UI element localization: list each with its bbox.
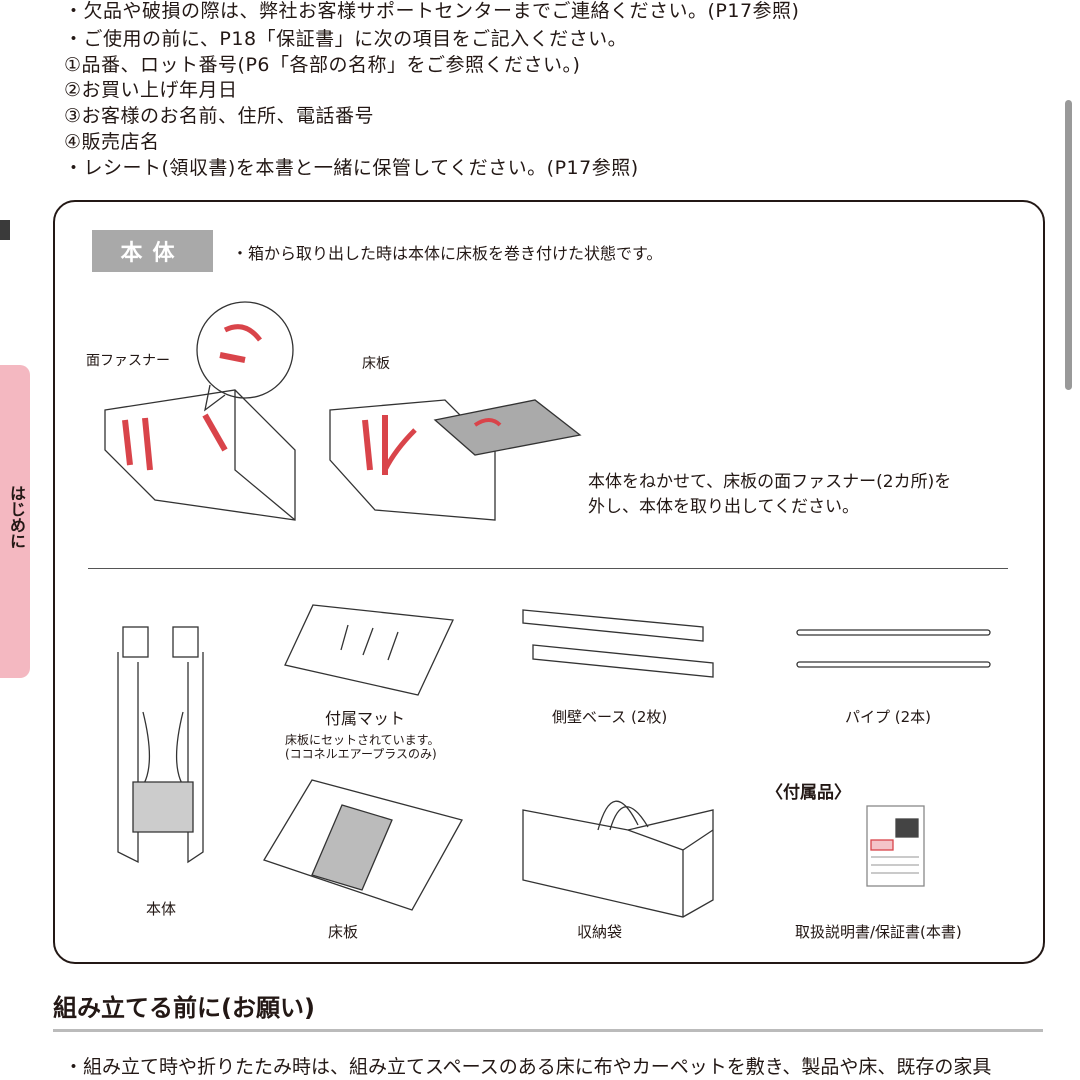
part-body-label: 本体 xyxy=(146,900,177,918)
intro-line: ④販売店名 xyxy=(64,131,160,153)
section-marker xyxy=(0,220,10,240)
intro-line: ③お客様のお名前、住所、電話番号 xyxy=(64,105,375,127)
side-base-illustration xyxy=(522,609,714,678)
mat-note: (ココネルエアープラスのみ) xyxy=(285,747,437,761)
folded-body-illustration xyxy=(104,301,296,521)
manual-illustration xyxy=(866,805,925,887)
box-note: ・箱から取り出した時は本体に床板を巻き付けた状態です。 xyxy=(232,244,663,263)
part-bag-label: 収納袋 xyxy=(577,923,623,941)
mat-illustration xyxy=(284,604,454,696)
intro-line: ②お買い上げ年月日 xyxy=(64,79,238,101)
chapter-tab[interactable]: はじめに xyxy=(0,365,30,678)
body-label: 本体 xyxy=(92,230,213,272)
floor-board-illustration xyxy=(263,779,463,911)
contents-box xyxy=(53,200,1045,964)
bottom-text: ・組み立て時や折りたたみ時は、組み立てスペースのある床に布やカーペットを敷き、製… xyxy=(64,1056,992,1078)
intro-line: ・欠品や破損の際は、弊社お客様サポートセンターまでご連絡ください。(P17参照) xyxy=(64,0,800,22)
part-manual-label: 取扱説明書/保証書(本書) xyxy=(795,923,962,941)
storage-bag-illustration xyxy=(522,800,714,918)
instruction-line: 外し、本体を取り出してください。 xyxy=(588,497,859,517)
heading-underline xyxy=(53,1029,1043,1032)
instruction-line: 本体をねかせて、床板の面ファスナー(2カ所)を xyxy=(588,472,952,492)
floor-callout: 床板 xyxy=(362,356,390,372)
intro-line: ①品番、ロット番号(P6「各部の名称」をご参照ください。) xyxy=(64,54,581,76)
body-illustration xyxy=(117,626,204,864)
mat-note: 床板にセットされています。 xyxy=(285,733,440,747)
accessories-title: 〈付属品〉 xyxy=(766,783,851,803)
part-floor-label: 床板 xyxy=(328,923,359,941)
part-pipe-label: パイプ (2本) xyxy=(845,708,932,726)
chapter-tab-label: はじめに xyxy=(7,485,26,549)
intro-line: ・レシート(領収書)を本書と一緒に保管してください。(P17参照) xyxy=(64,157,639,179)
part-mat-label: 付属マット xyxy=(325,709,406,728)
pipe-illustration xyxy=(796,629,991,668)
intro-line: ・ご使用の前に、P18「保証書」に次の項目をご記入ください。 xyxy=(64,28,628,50)
fastener-callout: 面ファスナー xyxy=(86,353,170,369)
part-side-base-label: 側壁ベース (2枚) xyxy=(552,708,668,726)
scrollbar[interactable] xyxy=(1065,100,1072,390)
unwrapping-illustration xyxy=(329,399,582,521)
divider xyxy=(88,568,1008,569)
section-heading: 組み立てる前に(お願い) xyxy=(53,994,315,1022)
